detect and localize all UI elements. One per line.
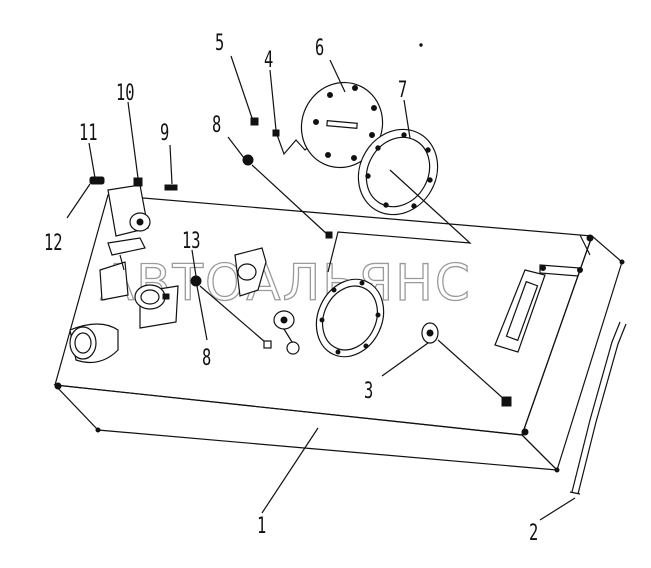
- callout-12: 12: [44, 230, 63, 255]
- callout-8-lower: 8: [202, 345, 211, 370]
- fuel-tank-body: [53, 194, 625, 473]
- nut-10: [133, 177, 143, 187]
- callout-4: 4: [264, 47, 273, 72]
- callout-1: 1: [257, 513, 266, 538]
- callout-3: 3: [364, 378, 373, 403]
- callout-5: 5: [215, 30, 224, 55]
- callout-6: 6: [315, 35, 324, 60]
- center-fitting: [273, 310, 300, 355]
- callout-labels: 1 2 3 4 5 6 7 8 8 9 10 11 12 13: [44, 30, 538, 545]
- mount-bolt-upper: [242, 154, 333, 239]
- callout-11: 11: [79, 120, 98, 145]
- callout-2: 2: [529, 520, 538, 545]
- filler-flange: [315, 278, 385, 358]
- clamp-9: [164, 184, 178, 191]
- hose-11: [89, 176, 105, 185]
- marker-dot: [419, 43, 423, 47]
- callout-8-upper: 8: [212, 112, 221, 137]
- gasket-ring: [357, 128, 439, 216]
- cap-bracket: [234, 247, 267, 297]
- callout-13: 13: [182, 228, 201, 253]
- cover-plate: [300, 81, 384, 169]
- left-valve-cluster: [69, 184, 179, 363]
- side-strap: [569, 321, 627, 495]
- assembly-guide-line: [327, 169, 472, 273]
- callout-9: 9: [160, 120, 169, 145]
- level-sender: [494, 264, 583, 353]
- mount-bolt-lower: [190, 275, 272, 349]
- leader-lines: [66, 55, 576, 521]
- callout-10: 10: [116, 80, 135, 105]
- callout-7: 7: [398, 77, 407, 102]
- drain-fitting: [421, 322, 512, 407]
- bolt: [250, 117, 259, 126]
